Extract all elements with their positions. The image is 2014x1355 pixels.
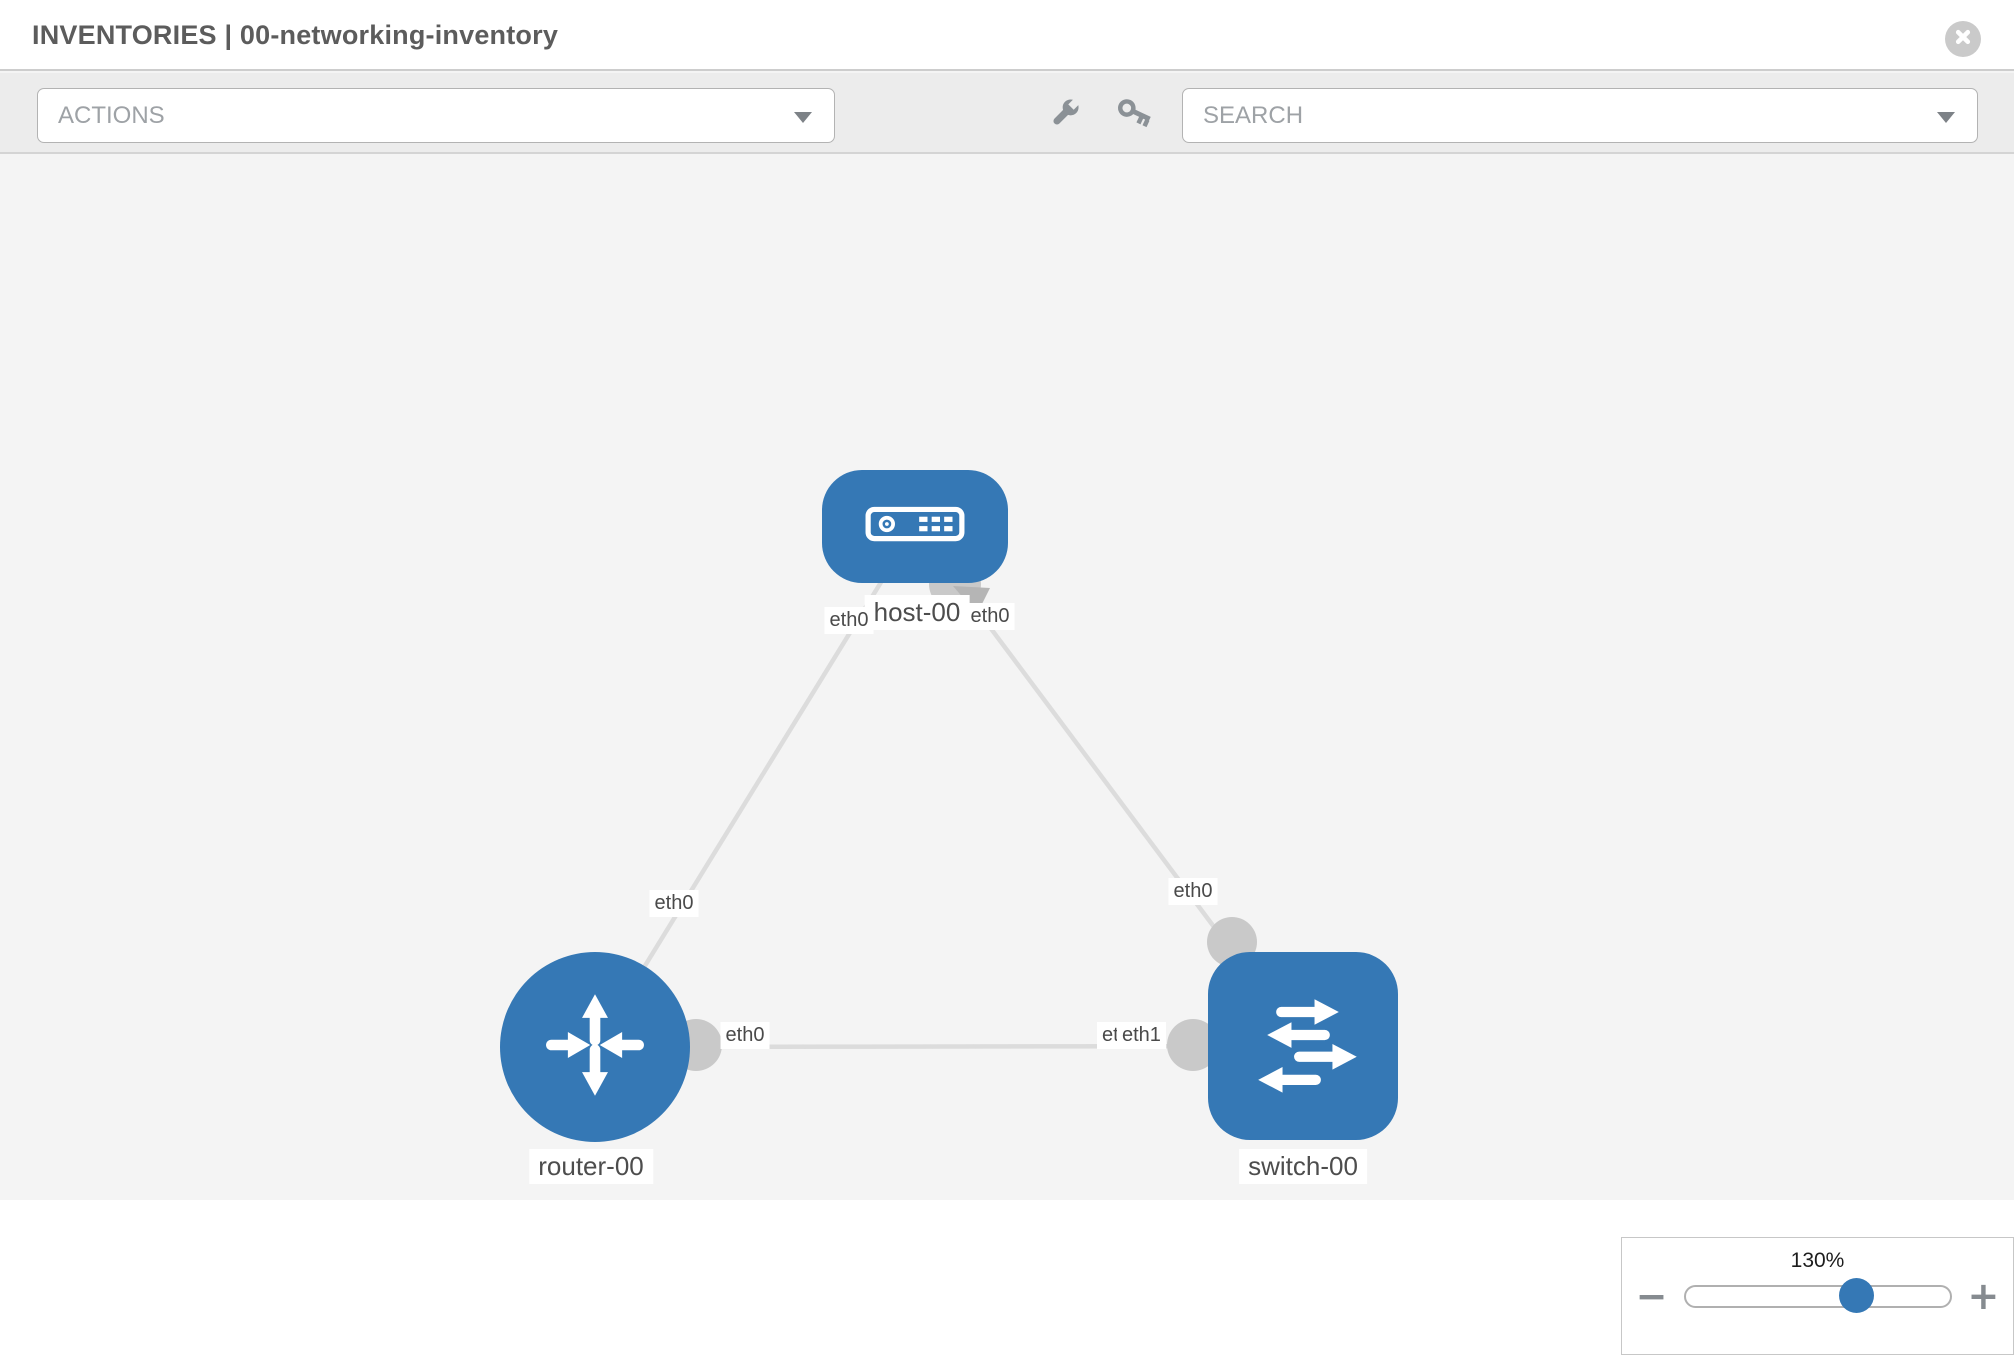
wrench-icon	[1047, 95, 1083, 136]
chevron-down-icon	[794, 112, 812, 123]
node-host-00[interactable]	[822, 470, 1008, 583]
node-router-00[interactable]	[500, 952, 690, 1142]
zoom-level-value: 130%	[1790, 1249, 1845, 1272]
node-label-switch: switch-00	[1239, 1149, 1367, 1184]
zoom-out-button[interactable]: −	[1635, 1274, 1668, 1318]
search-dropdown[interactable]: SEARCH	[1182, 88, 1978, 143]
close-button[interactable]	[1945, 21, 1981, 57]
configure-button[interactable]	[1046, 96, 1084, 134]
link-arrowhead-icon	[953, 586, 990, 614]
interface-label-router-eth0-top: eth0	[649, 890, 699, 917]
close-icon	[1953, 27, 1973, 52]
page-title: INVENTORIES | 00-networking-inventory	[32, 20, 559, 50]
toolbar: ACTIONS SEARCH	[0, 73, 2014, 154]
interface-label-switch-eth0-top: eth0	[1168, 878, 1218, 905]
interface-label-host-eth0-left: eth0	[824, 607, 874, 634]
interface-connector-switch-left[interactable]	[1167, 1019, 1219, 1071]
node-label-router: router-00	[529, 1149, 653, 1184]
actions-dropdown[interactable]: ACTIONS	[37, 88, 835, 143]
zoom-slider-handle[interactable]	[1838, 1277, 1874, 1313]
actions-dropdown-label: ACTIONS	[58, 101, 165, 129]
chevron-down-icon	[1937, 112, 1955, 123]
topology-canvas[interactable]: host-00 router-00 switch-00 eth0 eth0 et…	[0, 155, 2014, 1355]
node-label-host: host-00	[864, 595, 970, 630]
router-icon	[536, 986, 654, 1109]
node-switch-00[interactable]	[1208, 952, 1398, 1140]
host-icon	[865, 506, 965, 547]
search-dropdown-label: SEARCH	[1203, 101, 1304, 129]
interface-label-host-eth0-right: eth0	[965, 603, 1015, 630]
switch-icon	[1239, 980, 1367, 1113]
interface-label-switch-eth1: eth1	[1117, 1022, 1166, 1049]
zoom-control-panel: 130% − +	[1621, 1237, 2014, 1355]
interface-label-router-eth0-right: eth0	[720, 1022, 770, 1049]
topology-links-layer	[593, 525, 1305, 1071]
key-icon	[1115, 95, 1155, 136]
zoom-in-button[interactable]: +	[1967, 1274, 2000, 1318]
header-bar: INVENTORIES | 00-networking-inventory	[0, 0, 2014, 71]
zoom-slider-track[interactable]	[1683, 1277, 1952, 1313]
credentials-button[interactable]	[1116, 96, 1154, 134]
